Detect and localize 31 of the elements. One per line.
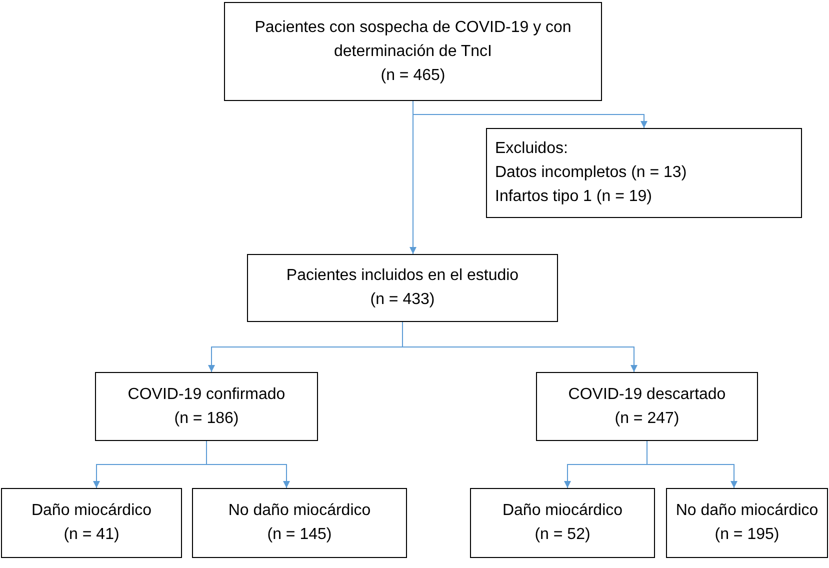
box-text: COVID-19 descartado — [568, 384, 726, 404]
box-text: (n = 52) — [534, 525, 590, 545]
arrow — [412, 100, 648, 128]
process-box — [192, 488, 407, 558]
box-text: (n = 195) — [714, 525, 780, 545]
box-text: Pacientes incluidos en el estudio — [286, 266, 519, 286]
box-text: (n = 145) — [267, 525, 332, 545]
box-text: No daño miocárdico — [228, 501, 371, 521]
box-text: Pacientes con sospecha de COVID-19 y con determinación de TncI — [254, 18, 572, 62]
box-text: Infartos tipo 1 (n = 19) — [495, 187, 652, 207]
arrow — [402, 322, 638, 372]
box-text: Daño miocárdico — [502, 501, 623, 521]
process-box — [1, 488, 182, 558]
box-text: COVID-19 confirmado — [128, 384, 286, 404]
box-text: (n = 465) — [380, 66, 446, 86]
box-text: (n = 186) — [174, 408, 239, 428]
box-text: Datos incompletos (n = 13) — [495, 163, 687, 183]
box-text: No daño miocárdico — [676, 501, 818, 521]
arrow — [646, 440, 738, 488]
box-text: (n = 433) — [370, 290, 435, 310]
process-box — [247, 254, 558, 322]
process-box — [486, 128, 802, 218]
process-box — [536, 372, 758, 441]
process-box — [470, 488, 655, 558]
box-text: Daño miocárdico — [31, 501, 152, 521]
box-text: Excluidos: — [495, 139, 568, 159]
process-box — [666, 488, 828, 558]
box-text: (n = 41) — [64, 525, 120, 545]
process-box — [95, 372, 318, 441]
box-text: (n = 247) — [614, 408, 680, 428]
process-box — [224, 2, 602, 101]
